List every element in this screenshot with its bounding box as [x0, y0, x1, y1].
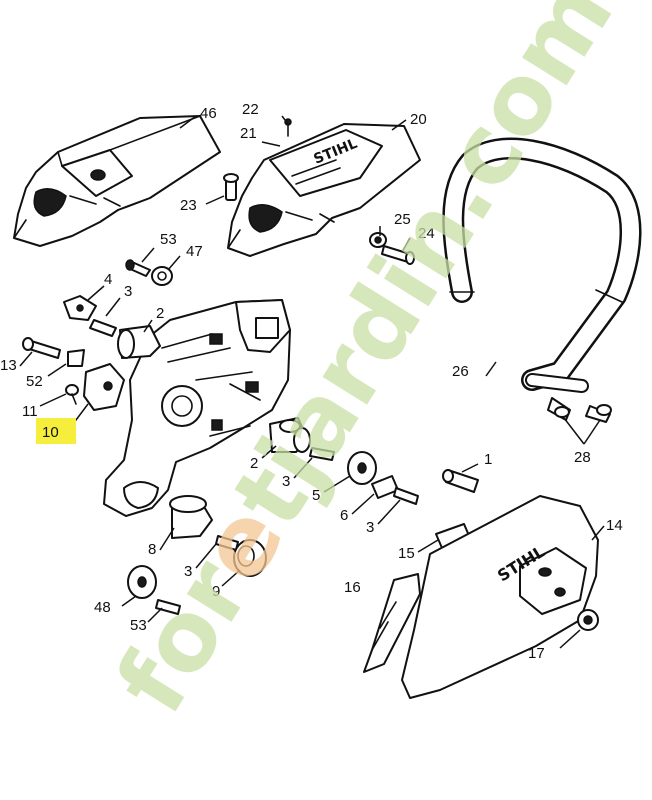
label-2-b: 2 [250, 455, 258, 472]
part-48-disc [127, 565, 157, 599]
label-21: 21 [240, 125, 257, 142]
label-24: 24 [418, 225, 435, 242]
part-53b-screw [155, 599, 181, 615]
label-53-top: 53 [160, 231, 177, 248]
label-2-a: 2 [156, 305, 164, 322]
label-3-a: 3 [124, 283, 132, 300]
part-52-clip [67, 349, 85, 367]
label-28: 28 [574, 449, 591, 466]
label-1: 1 [484, 451, 492, 468]
part-1-stud [442, 469, 479, 493]
label-15: 15 [398, 545, 415, 562]
part-47-grommet [151, 266, 173, 286]
label-22: 22 [242, 101, 259, 118]
label-5: 5 [312, 487, 320, 504]
part-3a-screw [89, 319, 117, 337]
label-48: 48 [94, 599, 111, 616]
part-9-cap [233, 539, 267, 577]
part-24-screw [381, 245, 415, 265]
label-3-c: 3 [366, 519, 374, 536]
label-25: 25 [394, 211, 411, 228]
part-4-bracket [63, 295, 97, 321]
part-2a-buffer [117, 325, 161, 359]
part-3c-screw [393, 487, 419, 505]
label-3-d: 3 [184, 563, 192, 580]
part-labels: 46 22 21 20 23 53 47 25 24 4 3 2 13 52 1… [0, 101, 623, 662]
part-2b-buffer [269, 417, 311, 453]
label-10: 10 [42, 424, 59, 441]
label-26: 26 [452, 363, 469, 380]
part-28-screws [547, 397, 612, 423]
label-20: 20 [410, 111, 427, 128]
part-25-nut [369, 232, 387, 248]
label-14: 14 [606, 517, 623, 534]
part-8-buffer [169, 495, 213, 539]
part-22-screw [284, 118, 292, 137]
highlight-box-10 [36, 418, 76, 444]
label-46: 46 [200, 105, 217, 122]
label-16: 16 [344, 579, 361, 596]
label-52: 52 [26, 373, 43, 390]
label-17: 17 [528, 645, 545, 662]
part-17-nut [577, 609, 599, 631]
label-4: 4 [104, 271, 112, 288]
label-8: 8 [148, 541, 156, 558]
label-23: 23 [180, 197, 197, 214]
part-23-bolt [223, 173, 239, 201]
part-13-screw [22, 337, 61, 359]
part-16-strip [363, 573, 421, 673]
label-53-bottom: 53 [130, 617, 147, 634]
part-20-shroud: STIHL [227, 123, 421, 257]
label-6: 6 [340, 507, 348, 524]
label-3-b: 3 [282, 473, 290, 490]
leader-lines [19, 115, 605, 649]
part-46-shroud [13, 115, 221, 247]
label-47: 47 [186, 243, 203, 260]
part-10-plate [83, 363, 125, 411]
part-53-screw-top [125, 259, 151, 277]
part-5-disc [347, 451, 377, 485]
part-14-sprocket-cover: STIHL [401, 495, 599, 699]
part-26-front-handle [442, 137, 642, 393]
label-13: 13 [0, 357, 17, 374]
watermark-suffix: tjardin.com [211, 0, 635, 545]
label-9: 9 [212, 583, 220, 600]
part-11-screw [65, 384, 79, 405]
label-11: 11 [22, 403, 38, 420]
part-3b-screw [309, 447, 335, 461]
